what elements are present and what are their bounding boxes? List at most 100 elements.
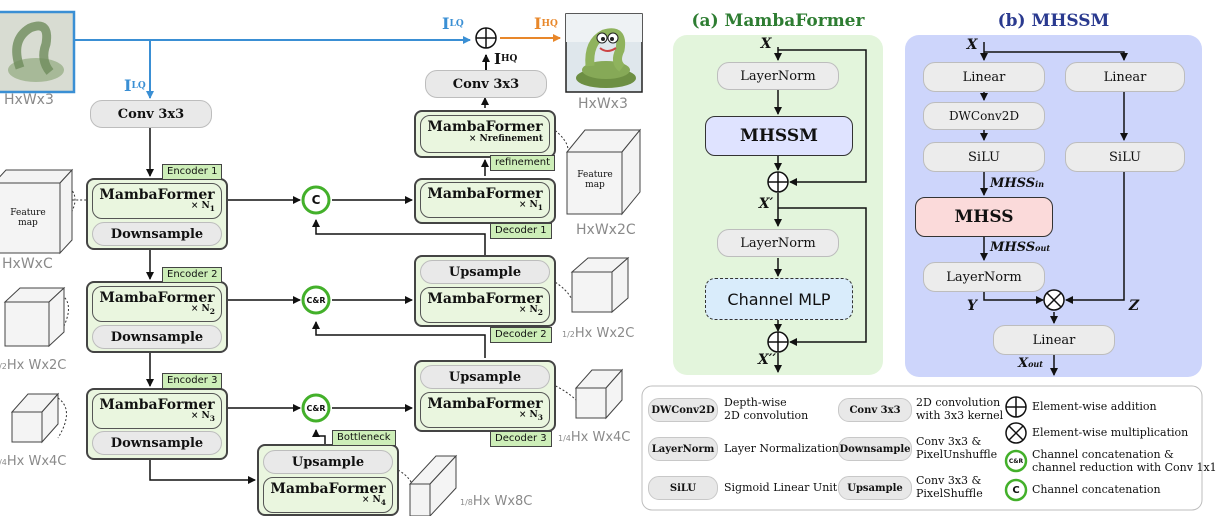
frac-eighth: 1/8	[460, 498, 473, 507]
dim-hwc: HxWxC	[2, 256, 53, 272]
legend-up-desc-2: PixelShuffle	[916, 487, 983, 500]
legend-up-desc-1: Conv 3x3 &	[916, 474, 982, 487]
i-lq-sup-2: LQ	[131, 80, 146, 91]
n-prefix-d2: × N	[518, 305, 538, 315]
decoder-2-upsample: Upsample	[420, 260, 550, 284]
decoder-1-mamba-label: MambaFormer	[427, 186, 543, 202]
legend-dwconv-desc-2: 2D convolution	[724, 409, 809, 422]
mhssm-silu-right: SiLU	[1065, 142, 1185, 172]
encoder-2-mamba-label: MambaFormer	[99, 290, 215, 306]
mf-mhssm-box[interactable]: MHSSM	[705, 116, 853, 156]
n-sub-d3: 3	[537, 412, 543, 422]
decoder-1-tag: Decoder 1	[490, 223, 552, 239]
legend-cr-symbol: C&R	[1008, 457, 1024, 465]
legend-silu-key: SiLU	[648, 476, 718, 500]
concat-cr-circle-1	[301, 285, 331, 315]
concat-cr-label-2: C&R	[306, 403, 326, 413]
n-prefix-d1: × N	[518, 200, 538, 210]
bottleneck-mambaformer: MambaFormer × N4	[263, 477, 393, 513]
add-icon-top	[475, 27, 497, 49]
dim-half-dec-text: Hx Wx2C	[574, 326, 635, 341]
encoder-2-tag: Encoder 2	[162, 267, 223, 283]
cube-quarter	[10, 392, 60, 444]
n-prefix-2: × N	[190, 304, 210, 314]
cube-hwc	[0, 168, 74, 255]
n-sub-1: 1	[209, 203, 215, 213]
legend-cr-desc-2: channel reduction with Conv 1x1	[1032, 461, 1217, 474]
add-icon-mf2	[767, 331, 789, 353]
legend-down-desc-2: PixelUnshuffle	[916, 448, 998, 461]
input-image-lq	[0, 10, 76, 94]
mhssm-linear-out: Linear	[993, 325, 1115, 355]
decoder-2-tag: Decoder 2	[490, 327, 552, 343]
mhssm-z-label: Z	[1128, 298, 1140, 314]
mhssm-dwconv: DWConv2D	[923, 102, 1045, 130]
dim-eighth-text: Hx Wx8C	[472, 494, 533, 509]
dim-enc-half: 1/2Hx Wx2C	[0, 358, 66, 373]
cube-quarter-dec	[574, 368, 624, 420]
mhssm-linear-right: Linear	[1065, 62, 1185, 92]
output-image-hq	[565, 13, 643, 93]
encoder-3-downsample: Downsample	[92, 431, 222, 455]
dim-half-enc-text: Hx Wx2C	[6, 358, 67, 373]
encoder-1-n: × N1	[93, 201, 221, 213]
mhss-in-sub: in	[1035, 178, 1045, 189]
legend-conv-key: Conv 3x3	[838, 398, 912, 422]
cube-half-dec	[570, 256, 630, 314]
decoder-2-mamba-label: MambaFormer	[427, 291, 543, 307]
multiply-icon-legend	[1005, 422, 1027, 444]
encoder-1-mamba-label: MambaFormer	[99, 187, 215, 203]
concat-c-label: C	[311, 193, 321, 207]
i-hq-sup: HQ	[541, 18, 558, 29]
cr-icon-legend	[1004, 449, 1028, 473]
mf-layernorm-2: LayerNorm	[717, 229, 839, 257]
n-sub-3: 3	[209, 413, 215, 423]
c-icon-legend	[1004, 478, 1028, 502]
add-icon-mf1	[767, 171, 789, 193]
i-hq-letter: I	[534, 14, 542, 33]
concat-cr-label-1: C&R	[306, 295, 326, 305]
legend-down-key: Downsample	[838, 437, 912, 461]
n-sub-2: 2	[209, 306, 215, 316]
output-dim-label: HxWx3	[578, 96, 628, 112]
decoder-3-n: × N3	[421, 410, 549, 422]
mf-layernorm-1: LayerNorm	[717, 62, 839, 90]
dim-quarter-enc-text: Hx Wx4C	[6, 454, 67, 469]
bottleneck-n: × N4	[264, 495, 392, 507]
i-lq-letter-2: I	[124, 76, 132, 95]
decoder-3-mambaformer: MambaFormer × N3	[420, 392, 550, 428]
concat-c-circle	[301, 185, 331, 215]
i-lq-letter: I	[442, 14, 450, 33]
legend-add-desc: Element-wise addition	[1032, 400, 1157, 413]
mf-channel-mlp-box[interactable]: Channel MLP	[705, 278, 853, 320]
legend-ln-key: LayerNorm	[648, 437, 718, 461]
mhssm-silu-left: SiLU	[923, 142, 1045, 172]
refinement-mambaformer: MambaFormer × Nrefinement	[420, 115, 550, 153]
encoder-3-n: × N3	[93, 411, 221, 423]
x-out-text: X	[1018, 356, 1029, 371]
refinement-tag: refinement	[490, 155, 555, 171]
decoder-3-mamba-label: MambaFormer	[427, 396, 543, 412]
mhssm-mhss-box[interactable]: MHSS	[915, 197, 1053, 237]
encoder-2-downsample: Downsample	[92, 325, 222, 349]
legend-conv-desc-2: with 3x3 kernel	[916, 409, 1004, 422]
n-sub-d2: 2	[537, 307, 543, 317]
decoder-2-mambaformer: MambaFormer × N2	[420, 287, 550, 323]
frac-quarter-enc: 1/4	[0, 458, 7, 467]
dim-quarter-dec-text: Hx Wx4C	[570, 430, 631, 445]
encoder-1-downsample: Downsample	[92, 222, 222, 246]
conv-out-button[interactable]: Conv 3x3	[425, 70, 547, 98]
conv-in-button[interactable]: Conv 3x3	[90, 100, 212, 128]
mhss-in-text: MHSS	[990, 176, 1036, 191]
feature-map-left-label: Feature map	[10, 208, 46, 228]
concat-cr-circle-2	[301, 393, 331, 423]
encoder-2-n: × N2	[93, 304, 221, 316]
mhssm-linear-left: Linear	[923, 62, 1045, 92]
legend-dwconv-desc-1: Depth-wise	[724, 396, 787, 409]
bottleneck-mamba-label: MambaFormer	[270, 481, 386, 497]
n-sub-4: 4	[380, 497, 386, 507]
i-lq-sup: LQ	[449, 18, 464, 29]
